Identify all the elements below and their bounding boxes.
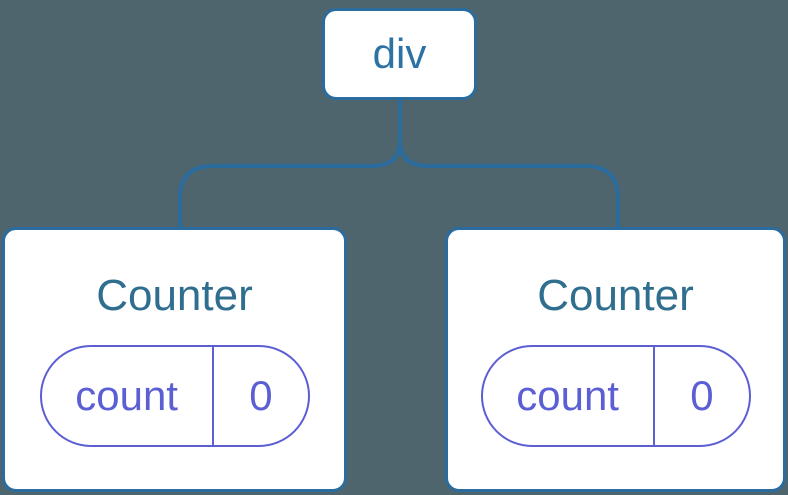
component-name: Counter bbox=[537, 271, 694, 320]
state-pill: count 0 bbox=[480, 344, 751, 447]
component-name: Counter bbox=[96, 271, 253, 320]
state-key: count bbox=[75, 371, 178, 419]
state-pill: count 0 bbox=[39, 344, 310, 447]
component-card-left: Counter count 0 bbox=[2, 227, 347, 492]
state-pill-divider bbox=[211, 346, 215, 445]
state-value: 0 bbox=[690, 371, 714, 419]
state-key: count bbox=[516, 371, 619, 419]
connector-path-right bbox=[398, 139, 620, 229]
root-node: div bbox=[322, 8, 477, 100]
component-card-right: Counter count 0 bbox=[445, 227, 786, 492]
state-pill-divider bbox=[652, 346, 656, 445]
state-value: 0 bbox=[249, 371, 273, 419]
connector-path-left bbox=[178, 99, 402, 229]
root-node-label: div bbox=[372, 30, 427, 77]
